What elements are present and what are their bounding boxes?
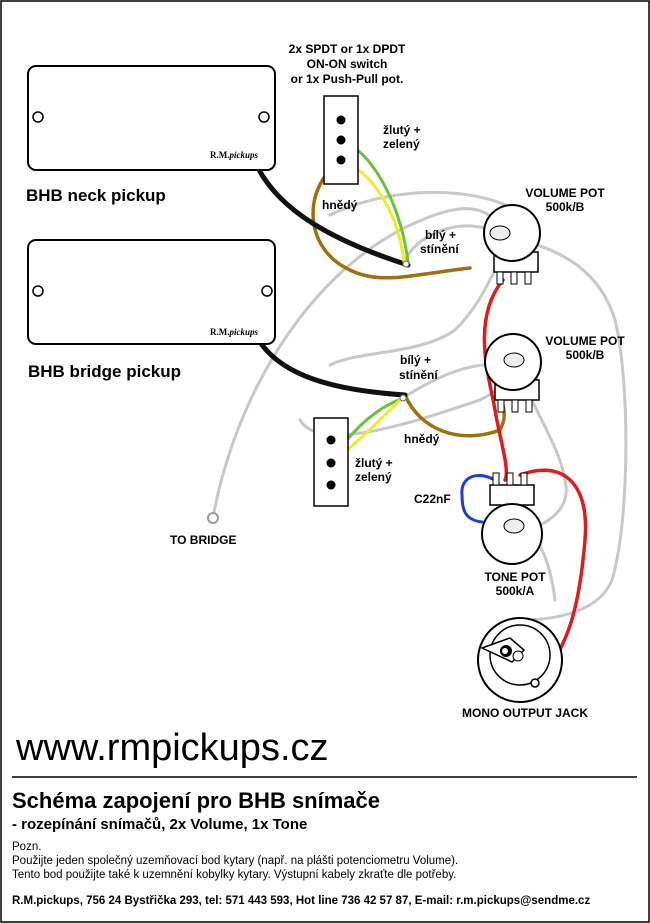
top-wire-label-brown: hnědý xyxy=(322,198,358,212)
page-subtitle: - rozepínání snímačů, 2x Volume, 1x Tone xyxy=(12,816,308,833)
brown-wires xyxy=(311,158,506,438)
bridge-pickup xyxy=(27,239,276,345)
switch-label-3: or 1x Push-Pull pot. xyxy=(290,72,404,86)
volume-pot-2-value: 500k/B xyxy=(565,348,605,362)
bridge-pickup-label: BHB bridge pickup xyxy=(28,362,182,381)
top-wire-label-shield: stínění xyxy=(420,242,459,256)
bottom-switch xyxy=(313,417,349,507)
neck-pickup xyxy=(27,65,276,171)
volume-pot-1 xyxy=(483,204,541,285)
neck-pickup-brand: R.M.pickups xyxy=(210,150,259,160)
top-wire-label-yellow: žlutý + xyxy=(383,123,421,137)
output-jack-label: MONO OUTPUT JACK xyxy=(462,706,588,720)
switch-label-2: ON-ON switch xyxy=(306,57,388,71)
volume-pot-2 xyxy=(484,333,542,413)
pickup-cables xyxy=(255,165,411,398)
bottom-wire-label-shield: stínění xyxy=(399,368,438,382)
output-jack xyxy=(477,617,563,703)
to-bridge-label: TO BRIDGE xyxy=(170,533,237,547)
bottom-wire-label-yellow: žlutý + xyxy=(355,456,393,470)
to-bridge-terminal xyxy=(207,512,219,524)
bottom-wire-label-green: zelený xyxy=(355,470,392,484)
volume-pot-1-value: 500k/B xyxy=(545,200,585,214)
capacitor xyxy=(460,474,500,524)
footer-contact: R.M.pickups, 756 24 Bystřička 293, tel: … xyxy=(12,895,591,907)
tone-pot-value: 500k/A xyxy=(495,584,535,598)
neck-pickup-label: BHB neck pickup xyxy=(26,186,166,205)
note-heading: Pozn. xyxy=(12,841,42,853)
page-title: Schéma zapojení pro BHB snímače xyxy=(12,788,380,813)
bridge-pickup-brand: R.M.pickups xyxy=(210,327,259,337)
note-line-1: Použijte jeden společný uzemňovací bod k… xyxy=(12,855,459,867)
top-switch xyxy=(323,95,359,185)
capacitor-label: C22nF xyxy=(414,492,451,506)
bottom-wire-label-white: bílý + xyxy=(400,353,432,367)
tone-pot-name: TONE POT xyxy=(484,570,546,584)
bottom-wire-label-brown: hnědý xyxy=(404,432,440,446)
top-wire-label-green: zelený xyxy=(383,137,420,151)
tone-pot xyxy=(481,472,543,565)
website-url: www.rmpickups.cz xyxy=(16,727,329,769)
volume-pot-2-name: VOLUME POT xyxy=(545,334,625,348)
top-wire-label-white: bílý + xyxy=(425,228,457,242)
switch-label-1: 2x SPDT or 1x DPDT xyxy=(288,42,406,56)
solder-point-bottom xyxy=(399,394,407,402)
note-line-2: Tento bod použijte také k uzemnění kobyl… xyxy=(12,869,457,881)
volume-pot-1-name: VOLUME POT xyxy=(525,186,605,200)
solder-point-top xyxy=(402,260,410,268)
